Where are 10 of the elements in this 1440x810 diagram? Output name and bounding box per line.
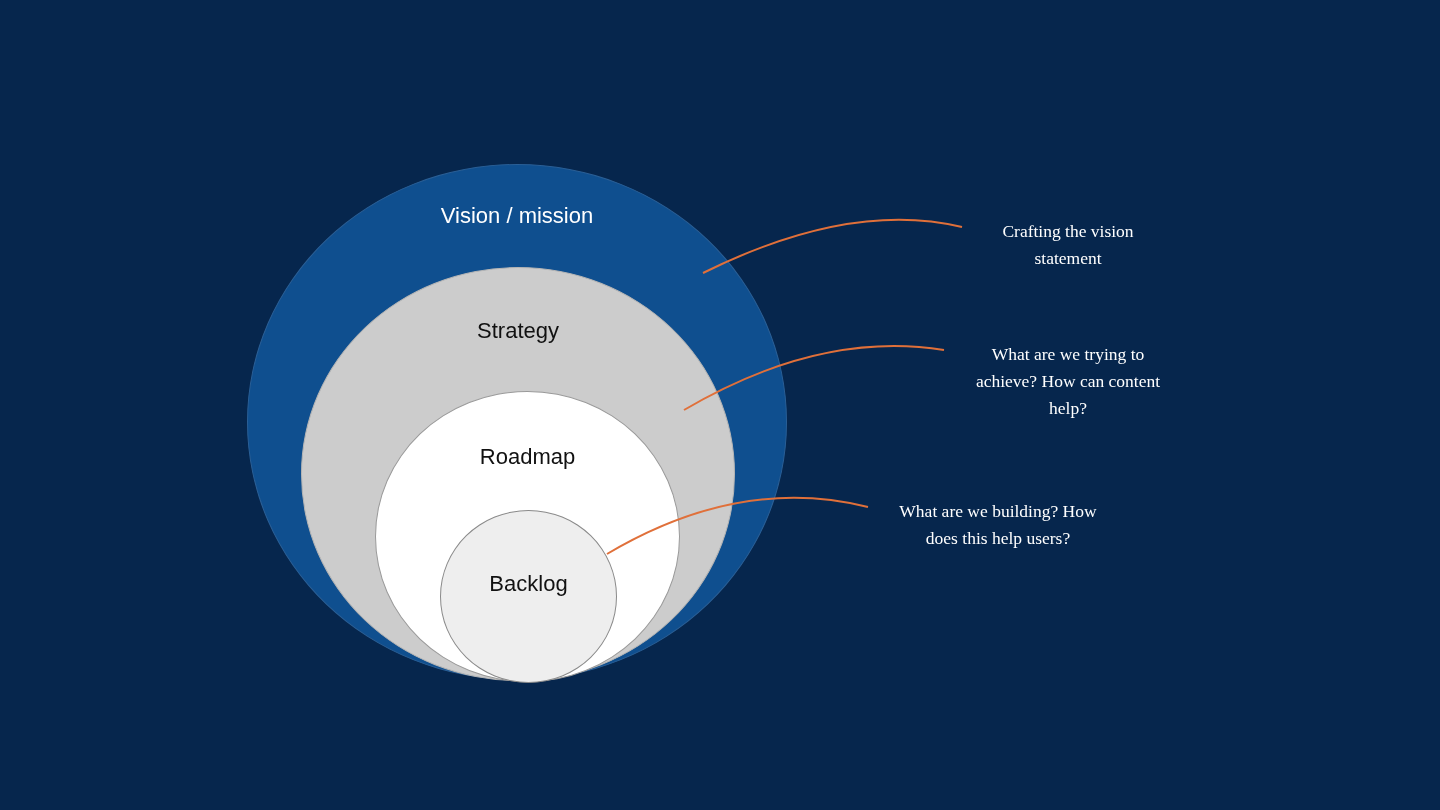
circle-label: Roadmap (478, 444, 577, 470)
leader-line (606, 496, 869, 555)
annotation-text: What are we building? How does this help users? (868, 498, 1128, 552)
circle-label: Backlog (488, 571, 569, 597)
annotation-text: What are we trying to achieve? How can content help? (944, 341, 1192, 422)
circle-label: Strategy (476, 318, 560, 344)
leader-line (702, 218, 963, 274)
annotation-text: Crafting the vision statement (962, 218, 1174, 272)
circle-label: Vision / mission (439, 203, 595, 229)
leader-line (683, 345, 945, 411)
